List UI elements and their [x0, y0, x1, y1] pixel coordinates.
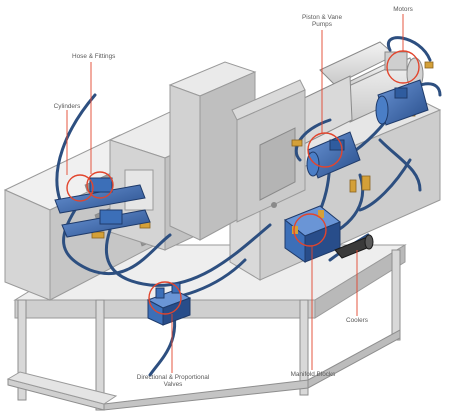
label-coolers: Coolers: [345, 317, 369, 324]
stationary-platen: [168, 61, 306, 241]
label-hose-fittings: Hose & Fittings: [72, 53, 116, 60]
label-cylinders: Cylinders: [53, 103, 81, 110]
cylinders: [54, 177, 151, 238]
callout-ring-icon: [307, 132, 343, 168]
cooler-unit: [334, 234, 374, 259]
label-piston-vane-pumps: Piston & Vane Pumps: [301, 14, 343, 29]
label-manifold-blocks: Manifold Blocks: [290, 371, 336, 378]
label-directional-proportional-valves: Directional & Proportional Valves: [136, 374, 210, 389]
callout-ring-icon: [66, 174, 94, 202]
callout-ring-icon: [293, 213, 327, 247]
callout-rings: [66, 50, 420, 315]
leader-lines: [66, 14, 404, 373]
label-motors: Motors: [393, 6, 413, 13]
callout-ring-icon: [86, 171, 114, 199]
callout-ring-icon: [148, 281, 182, 315]
